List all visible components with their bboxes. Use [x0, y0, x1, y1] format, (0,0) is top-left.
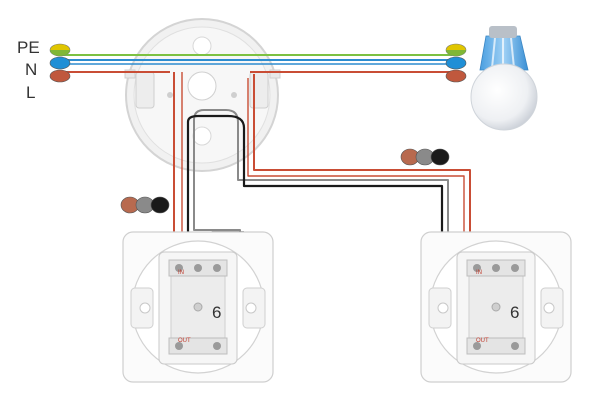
wire-connector-icon	[445, 56, 467, 70]
wire-connector-icon	[430, 148, 450, 166]
wire-connector-group-right	[400, 148, 450, 166]
switch-left-out-label: OUT	[178, 338, 191, 344]
junction-box-icon	[124, 18, 281, 172]
switch-left-in-label: IN	[178, 270, 184, 276]
feed-connectors-right	[445, 43, 467, 83]
wire-connector-group-left	[120, 196, 170, 214]
conductor-label-n: N	[25, 60, 38, 79]
switch-left-number: 6	[212, 303, 221, 322]
wire-connector-icon	[49, 56, 71, 70]
conductor-label-pe: PE	[17, 38, 40, 57]
light-bulb-icon	[470, 26, 538, 131]
switch-right-number: 6	[510, 303, 519, 322]
wire-connector-icon	[150, 196, 170, 214]
wire-connector-icon	[50, 50, 70, 56]
wire-connector-icon	[445, 69, 467, 83]
feed-wires	[62, 54, 452, 73]
wire-connector-icon	[49, 69, 71, 83]
feed-connectors-left	[49, 43, 71, 83]
switch-left	[122, 231, 274, 383]
switch-right	[420, 231, 572, 383]
switch-right-in-label: IN	[476, 270, 482, 276]
conductor-label-l: L	[26, 83, 36, 102]
wire-connector-icon	[446, 50, 466, 56]
switch-right-out-label: OUT	[476, 338, 489, 344]
